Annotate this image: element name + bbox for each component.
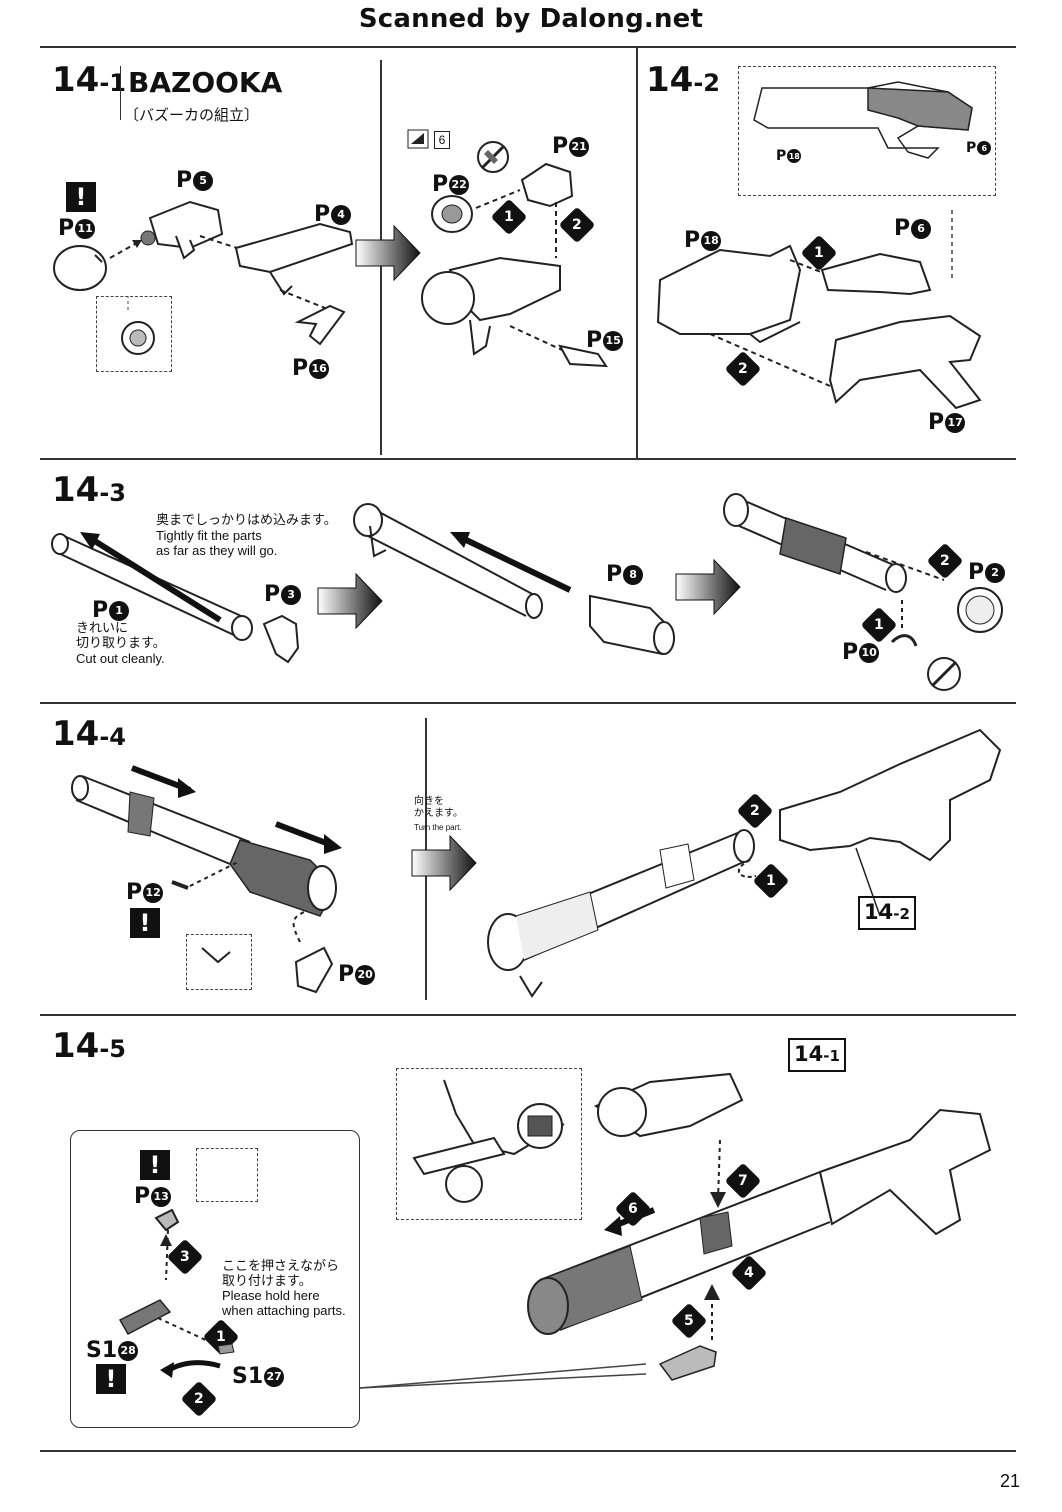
- divider-14-2: [636, 46, 638, 458]
- frame-assembly-drawing: [656, 210, 982, 410]
- hold-note-en: Please hold here when attaching parts.: [222, 1288, 346, 1318]
- barrel-grip-drawing: [71, 765, 342, 994]
- step-14-1-label: 14-1: [52, 60, 126, 100]
- flow-arrow-14-3b: [675, 558, 741, 616]
- rule-after-14-3: [40, 702, 1016, 704]
- bottom-rule: [40, 1450, 1016, 1452]
- detail-inset-p12: [186, 934, 252, 990]
- warning-icon: !: [66, 182, 96, 212]
- rule-after-14-2: [40, 458, 1016, 460]
- top-rule: [40, 46, 1016, 48]
- page-number: 21: [999, 1471, 1020, 1491]
- section-title: BAZOOKA: [128, 66, 283, 99]
- file-icon: [407, 129, 429, 149]
- bazooka-sight-assembly-drawing: [53, 200, 354, 355]
- flow-arrow-14-3a: [317, 572, 383, 630]
- flow-arrow-14-1: [355, 224, 421, 282]
- turn-part-note-en: Turn the part.: [414, 823, 462, 832]
- warning-icon: !: [130, 908, 160, 938]
- grip-subassembly-drawing: [118, 1208, 235, 1378]
- warning-icon: !: [140, 1150, 170, 1180]
- turn-part-note-jp: 向きを かえます。: [414, 796, 463, 819]
- scope-assembly-drawing: [421, 162, 608, 368]
- file-ref-number: 6: [434, 131, 450, 149]
- detail-inset-p13: [196, 1148, 258, 1202]
- step-14-5-label: 14-5: [52, 1026, 126, 1066]
- inset-assembled-frame-drawing: [753, 81, 973, 159]
- no-cement-icon: [477, 141, 509, 173]
- tight-fit-note-en: Tightly fit the parts as far as they wil…: [156, 528, 278, 558]
- bazooka-turned-drawing: [487, 728, 1002, 998]
- hold-note-jp: ここを押さえながら 取り付けます。: [222, 1258, 340, 1288]
- ref-step-14-1-badge: 14-1: [788, 1038, 846, 1072]
- barrel-p2-drawing: [723, 493, 1003, 691]
- sub-assembly-callout: [70, 1130, 360, 1428]
- barrel-p1-drawing: [51, 532, 300, 664]
- step-14-3-label: 14-3: [52, 470, 126, 510]
- rule-after-14-4: [40, 1014, 1016, 1016]
- detail-inset-14-2: [738, 66, 996, 196]
- title-divider: [120, 66, 121, 120]
- scan-credit: Scanned by Dalong.net: [358, 4, 704, 34]
- flow-arrow-14-4: [411, 834, 477, 892]
- cut-clean-note-en: Cut out cleanly.: [76, 651, 165, 666]
- step-14-4-label: 14-4: [52, 714, 126, 754]
- warning-icon: !: [96, 1364, 126, 1394]
- barrel-p8-drawing: [353, 503, 675, 656]
- tight-fit-note-jp: 奥までしっかりはめ込みます。: [156, 512, 337, 527]
- detail-inset-p11: [96, 296, 172, 372]
- section-subtitle-jp: 〔バズーカの組立〕: [124, 107, 260, 124]
- final-bazooka-drawing: [359, 1072, 992, 1389]
- inset-sight-detail-drawing: [412, 1079, 565, 1203]
- detail-inset-14-5: [396, 1068, 582, 1220]
- step-14-2-label: 14-2: [646, 60, 720, 100]
- cut-clean-note-jp: きれいに 切り取ります。: [76, 620, 166, 650]
